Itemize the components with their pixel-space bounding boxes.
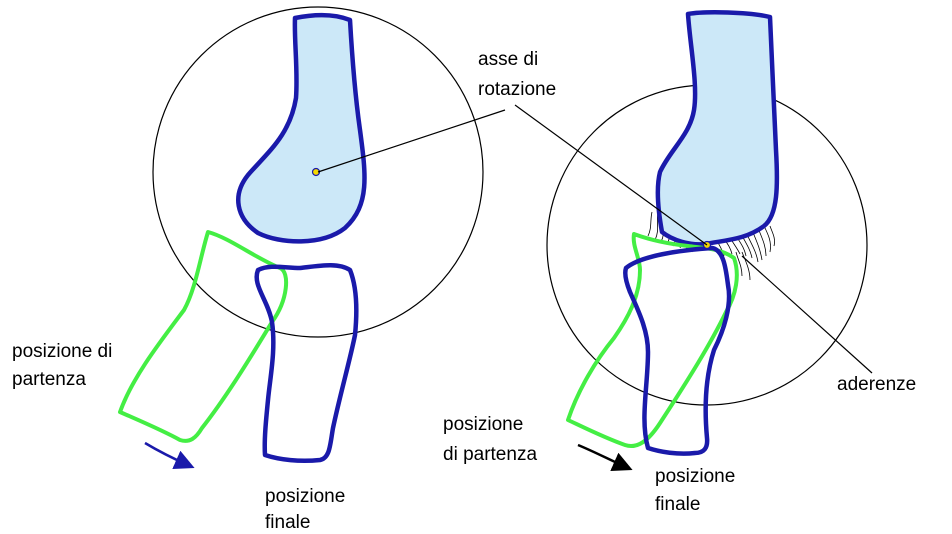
axis-label-line1: asse di <box>478 48 538 71</box>
right-diagram <box>547 12 867 468</box>
left-bone <box>238 15 364 241</box>
right-start-label-line1: posizione <box>443 413 523 436</box>
left-diagram <box>120 7 483 466</box>
right-rotation-arrow <box>578 445 628 468</box>
left-rotation-arrow <box>145 443 190 466</box>
right-final-label-line1: posizione <box>655 465 735 488</box>
left-start-label-line2: partenza <box>12 368 86 391</box>
right-bone <box>658 12 777 244</box>
axis-label-line2: rotazione <box>478 78 556 101</box>
left-final-label-line1: posizione <box>265 485 345 508</box>
left-start-position-segment <box>120 232 286 441</box>
right-start-label-line2: di partenza <box>443 443 537 466</box>
right-final-label-line2: finale <box>655 493 700 516</box>
leader-lines <box>318 105 872 373</box>
right-start-position-segment <box>568 234 737 446</box>
adhesions-leader <box>742 256 872 373</box>
left-final-position-segment <box>257 265 357 461</box>
left-start-label-line1: posizione di <box>12 340 112 363</box>
left-final-label-line2: finale <box>265 511 310 534</box>
adhesions-label: aderenze <box>837 373 916 396</box>
